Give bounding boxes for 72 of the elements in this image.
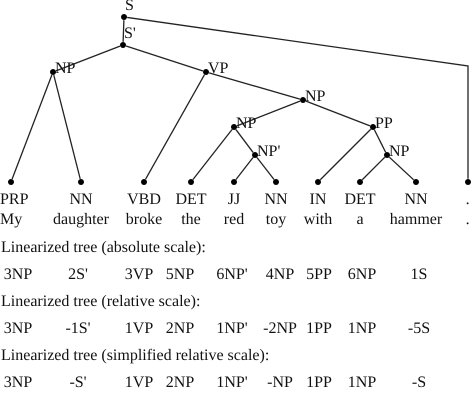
linearized-token: 1NP' [216,321,248,337]
linearized-token: 5PP [306,267,332,283]
linearized-token: 1VP [124,321,154,337]
tree-branch [306,100,370,126]
linearized-token: 6NP [348,267,376,283]
pos-tag: JJ [228,192,240,208]
linearized-token: 1PP [306,321,332,337]
pos-tag: NN [404,192,428,208]
linearized-token: -5S [408,321,430,337]
linearized-token: -NP [267,375,293,391]
section-heading: Linearized tree (simplified relative scale): [1,348,270,364]
tree-branch [208,72,300,100]
word: toy [266,212,286,228]
section-heading: Linearized tree (absolute scale): [1,240,206,256]
linearized-token: 5NP [166,267,194,283]
linearized-token: 2NP [166,375,194,391]
word: with [304,212,332,228]
tree-branch [362,156,386,180]
tree-branch [235,129,254,153]
pos-tag: DET [344,192,376,208]
constituent-label: NP [305,89,326,105]
linearized-token: 1NP [348,375,376,391]
pos-tag: IN [310,192,326,208]
constituent-label: NP' [257,144,280,160]
linearized-token: -2NP [263,321,297,337]
tree-branch [127,16,469,179]
constituent-label: PP [375,116,393,132]
linearized-token: 1NP [348,321,376,337]
linearized-token: -S [412,375,426,391]
pos-tag: . [466,192,470,208]
word: My [0,212,22,228]
tree-branch [235,157,254,180]
constituent-label: NP [389,144,410,160]
linearized-token: 1S [410,267,428,283]
linearized-token: -1S' [65,321,91,337]
constituent-label: S' [124,26,136,42]
word: red [224,212,244,228]
linearized-token: 2S' [68,267,88,283]
word: the [181,212,201,228]
word: a [356,212,364,228]
tree-branch [320,128,372,180]
tree-branch [256,157,275,180]
section-heading: Linearized tree (relative scale): [1,294,200,310]
pos-tag: DET [175,192,207,208]
tree-branch [145,74,205,180]
linearized-token: 3NP [4,375,32,391]
pos-tag: NN [264,192,288,208]
linearized-token: 3NP [4,321,32,337]
tree-branch [374,130,386,152]
tree-branch [388,156,414,180]
tree-branch [126,45,204,72]
linearized-token: -S' [69,375,87,391]
tree-branch [12,74,52,180]
tree-branch [122,20,125,42]
linearized-token: 1PP [306,375,332,391]
pos-tag: NN [69,192,93,208]
pos-tag: VBD [127,192,161,208]
linearized-token: 2NP [166,321,194,337]
word: daughter [53,212,109,228]
linearized-token: 3VP [124,267,154,283]
word: broke [126,212,162,228]
word: hammer [390,212,442,228]
pos-tag: PRP [0,192,28,208]
tree-branch [192,129,233,180]
linearized-token: 1VP [124,375,154,391]
linearized-token: 6NP' [216,267,248,283]
linearized-token: 4NP [266,267,294,283]
linearized-token: 3NP [4,267,32,283]
linearized-token: 1NP' [216,375,248,391]
constituent-label: VP [208,61,228,77]
word: . [466,212,470,228]
tree-branch [53,74,81,180]
